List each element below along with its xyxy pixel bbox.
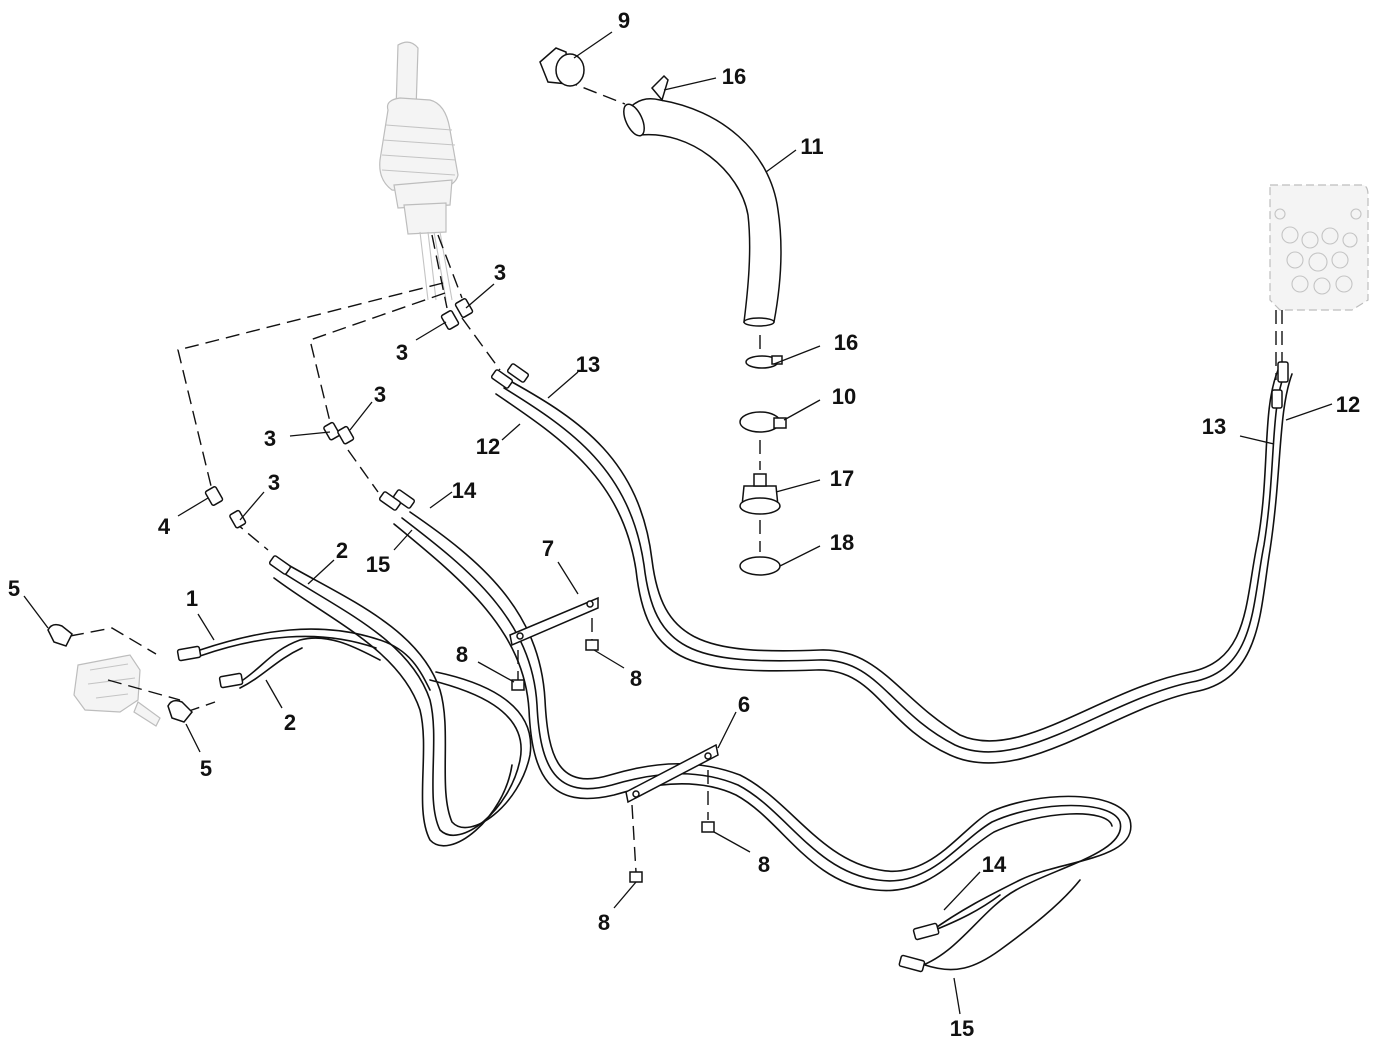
clamp-16-bottom [745, 355, 783, 369]
callout-8: 8 [456, 642, 468, 667]
hose-end-14-b [912, 922, 940, 941]
callout-3: 3 [494, 260, 506, 285]
clamp-16-top [650, 74, 669, 102]
bolt-8-a [511, 679, 525, 691]
fitting-4 [204, 486, 224, 506]
callout-2: 2 [336, 538, 348, 563]
bolt-8-d [629, 871, 643, 883]
elbow-5-bottom [167, 699, 194, 723]
callout-18: 18 [830, 530, 854, 555]
callout-12: 12 [476, 434, 500, 459]
callout-11: 11 [800, 134, 823, 159]
fitting-3-mid-b [337, 425, 355, 445]
callout-8: 8 [598, 910, 610, 935]
callout-12: 12 [1336, 392, 1360, 417]
hose-end-12-b [1277, 361, 1289, 383]
callout-5: 5 [200, 756, 212, 781]
assembly-lines [69, 79, 1283, 873]
hose-end-13-b [1271, 389, 1283, 409]
elbow-5-top [47, 623, 73, 647]
joystick-ghost [379, 41, 459, 301]
callout-8: 8 [630, 666, 642, 691]
pilot-valve-ghost [73, 654, 161, 727]
bracket-6 [625, 743, 719, 804]
hose-11 [623, 98, 782, 327]
callout-15: 15 [950, 1016, 974, 1041]
callout-17: 17 [830, 466, 854, 491]
hose-end-12-a [490, 369, 514, 389]
callout-7: 7 [542, 536, 554, 561]
callout-3: 3 [374, 382, 386, 407]
bracket-7 [509, 596, 599, 647]
callout-1: 1 [186, 586, 198, 611]
callout-4: 4 [158, 514, 171, 539]
fitting-3-top-b [440, 310, 460, 330]
callout-16: 16 [834, 330, 858, 355]
fitting-3-top-a [454, 298, 474, 318]
control-valve-ghost [1269, 184, 1369, 311]
hose-end-15-a [378, 491, 402, 511]
callout-9: 9 [618, 8, 630, 33]
callouts: 1 2 2 3 3 3 3 3 4 5 5 6 7 8 8 8 8 9 10 1… [8, 8, 1360, 1041]
hose-end-13-a [506, 363, 530, 383]
callout-8: 8 [758, 852, 770, 877]
fittings [47, 298, 1289, 973]
callout-5: 5 [8, 576, 20, 601]
bolt-8-c [701, 821, 715, 833]
cap-9 [539, 47, 585, 87]
callout-13: 13 [576, 352, 600, 377]
callout-10: 10 [832, 384, 856, 409]
callout-13: 13 [1202, 414, 1226, 439]
callout-3: 3 [268, 470, 280, 495]
hose-end-1 [176, 645, 202, 662]
callout-6: 6 [738, 692, 750, 717]
hose-end-15-b [898, 954, 926, 973]
cap-17 [739, 473, 781, 515]
callout-3: 3 [396, 340, 408, 365]
fitting-3-mid-a [323, 421, 341, 441]
o-ring-18 [739, 556, 781, 576]
callout-15: 15 [366, 552, 390, 577]
callout-14: 14 [982, 852, 1007, 877]
callout-14: 14 [452, 478, 477, 503]
hoses [199, 369, 1293, 971]
hose-end-2-a [268, 555, 292, 575]
callout-3: 3 [264, 426, 276, 451]
callout-2: 2 [284, 710, 296, 735]
callout-16: 16 [722, 64, 746, 89]
fitting-3-low [229, 509, 247, 529]
clamp-10 [739, 411, 787, 433]
bolt-8-b [585, 639, 599, 651]
leader-lines [23, 31, 1333, 1015]
hose-end-2-b [218, 672, 244, 689]
